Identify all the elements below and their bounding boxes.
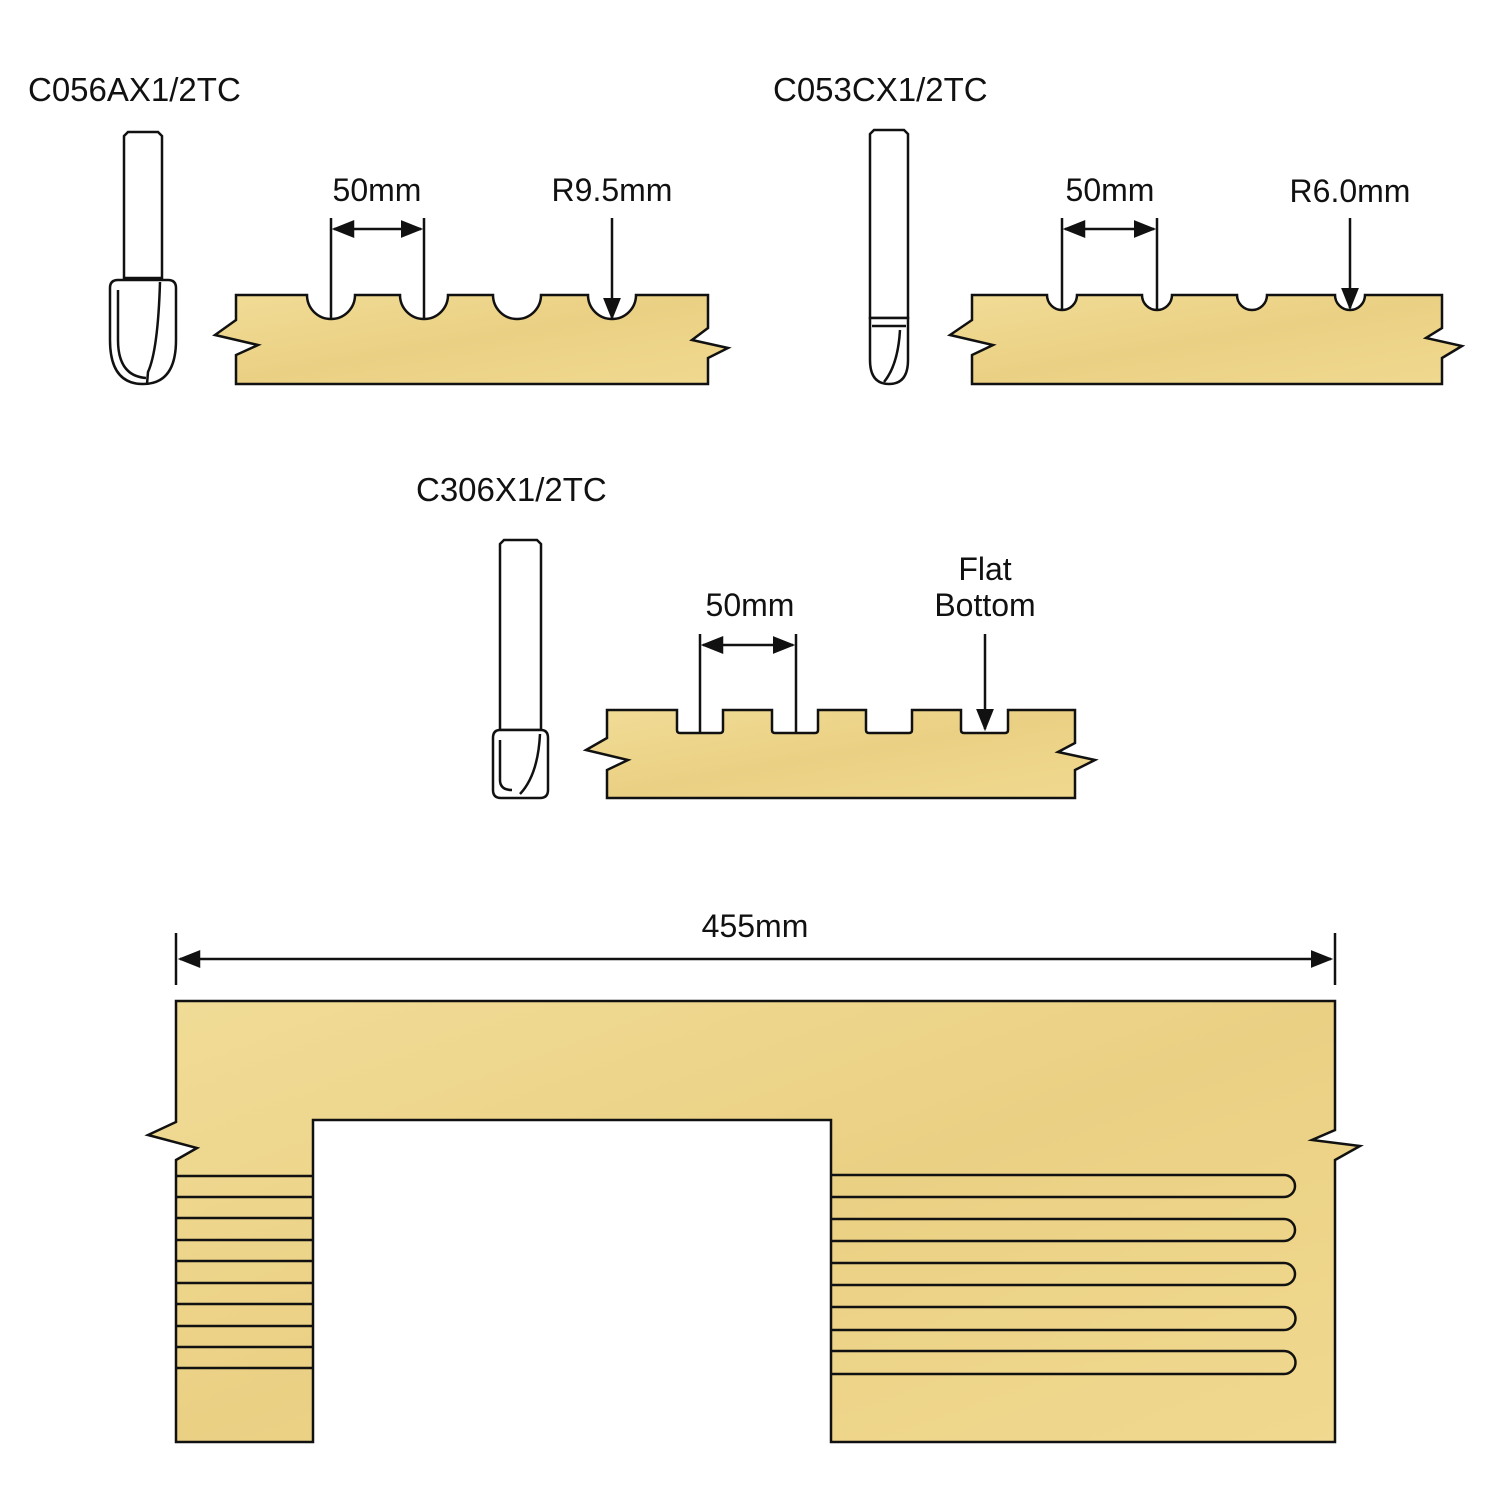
- profile-c306x: C306X1/2TC 50mm Flat Bottom: [416, 471, 1099, 800]
- u-shaped-board: [144, 999, 1364, 1444]
- spacing-label: 50mm: [1066, 172, 1155, 208]
- spacing-label: 50mm: [706, 587, 795, 623]
- left-grooves: [176, 1174, 313, 1370]
- profile-c053cx: C053CX1/2TC 50mm R6.0mm: [773, 71, 1466, 386]
- grooved-board: [212, 293, 732, 386]
- radius-label: R6.0mm: [1290, 173, 1411, 209]
- grooved-board: [582, 708, 1099, 800]
- router-bit-icon: [491, 538, 550, 800]
- bit-code-label: C056AX1/2TC: [28, 71, 241, 108]
- spacing-label: 50mm: [333, 172, 422, 208]
- bottom-label: Bottom: [934, 587, 1035, 623]
- router-bit-icon: [108, 130, 178, 386]
- grooved-board: [946, 293, 1466, 386]
- profile-c056ax: C056AX1/2TC 50mm R9.5mm: [28, 71, 732, 386]
- flat-label: Flat: [958, 551, 1011, 587]
- layout-board: 455mm: [144, 908, 1364, 1444]
- radius-label: R9.5mm: [552, 172, 673, 208]
- width-label: 455mm: [702, 908, 809, 944]
- bit-code-label: C306X1/2TC: [416, 471, 607, 508]
- bit-code-label: C053CX1/2TC: [773, 71, 988, 108]
- router-bit-icon: [868, 128, 910, 386]
- right-grooves: [831, 1173, 1297, 1376]
